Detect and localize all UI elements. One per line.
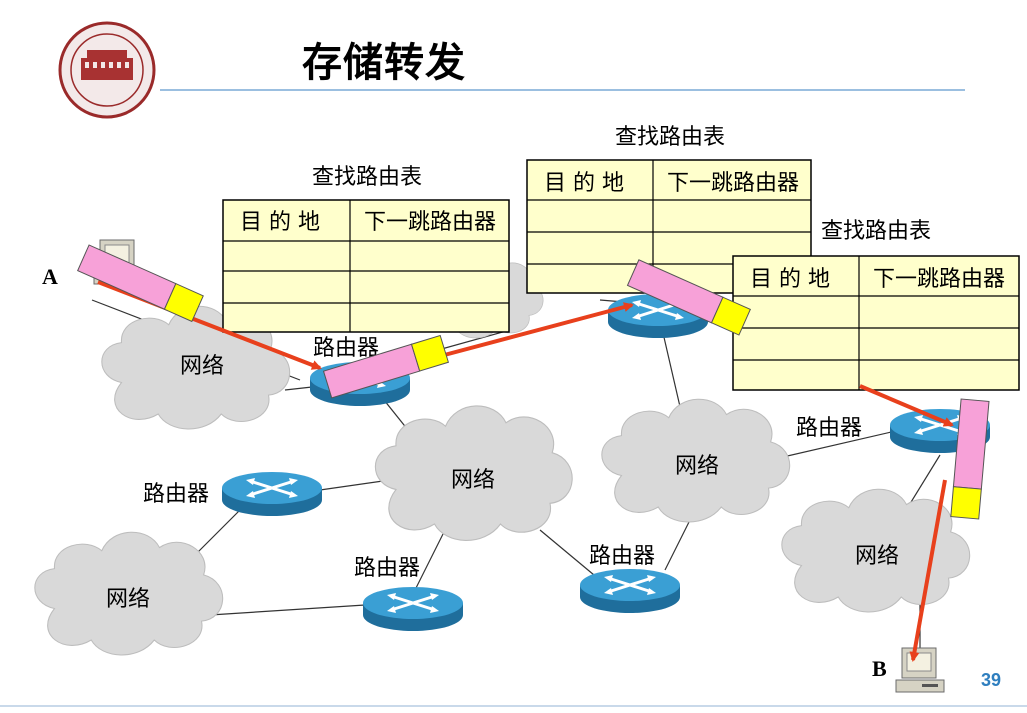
router-icon [578, 567, 682, 615]
network-label: 网络 [180, 354, 224, 379]
column-header-destination: 目 的 地 [544, 171, 624, 196]
routing-table: 查找路由表 目 的 地 下一跳路由器 [222, 165, 510, 333]
column-header-next-hop: 下一跳路由器 [873, 267, 1005, 292]
column-header-next-hop: 下一跳路由器 [667, 171, 799, 196]
network-cloud: 网络 [781, 488, 971, 613]
routing-table-caption: 查找路由表 [615, 125, 725, 150]
network-label: 网络 [106, 587, 150, 612]
network-cloud: 网络 [601, 398, 791, 523]
page-title: 存储转发 [302, 40, 466, 86]
network-cloud: 网络 [374, 405, 573, 541]
packet-icon [77, 244, 204, 323]
packet-icon [950, 398, 990, 520]
network-cloud: 网络 [101, 305, 291, 430]
router-label: 路由器 [796, 416, 862, 441]
column-header-next-hop: 下一跳路由器 [364, 210, 496, 235]
routing-table-caption: 查找路由表 [821, 219, 931, 244]
router-label: 路由器 [589, 544, 655, 569]
router-label: 路由器 [313, 336, 379, 361]
host-b-label: B [872, 656, 887, 681]
packet-icon [322, 334, 450, 399]
router-label: 路由器 [354, 556, 420, 581]
router-icon [220, 470, 324, 518]
university-seal-logo [58, 21, 156, 119]
computer-icon [895, 647, 945, 693]
network-label: 网络 [451, 468, 495, 493]
router-label: 路由器 [143, 482, 209, 507]
arrow-icon [909, 479, 947, 662]
host-a-label: A [42, 264, 58, 289]
network-cloud: 网络 [34, 531, 224, 656]
routing-table-caption: 查找路由表 [312, 165, 422, 190]
column-header-destination: 目 的 地 [750, 267, 830, 292]
arrow-icon [859, 384, 954, 427]
network-label: 网络 [675, 454, 719, 479]
network-label: 网络 [855, 544, 899, 569]
page-number: 39 [980, 670, 1001, 690]
packet-icon [626, 259, 751, 336]
router-icon [361, 585, 465, 633]
arrow-icon [417, 302, 634, 364]
column-header-destination: 目 的 地 [240, 210, 320, 235]
routing-table: 查找路由表 目 的 地 下一跳路由器 [732, 219, 1020, 391]
